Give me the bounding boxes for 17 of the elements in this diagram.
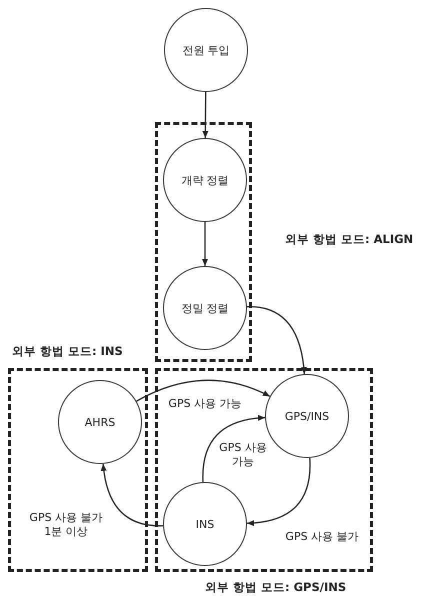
group-heading: 외부 항법 모드: GPS/INS [205,580,346,595]
arrow [136,380,270,402]
arrow [246,306,307,374]
edge-label: GPS 사용 가능 [217,441,269,468]
arrow [202,92,208,138]
state-circle: 개략 정렬 [163,138,247,222]
arrow [202,415,266,482]
state-circle: 전원 투입 [164,8,248,92]
arrow [202,222,208,266]
state-circle: GPS/INS [265,374,349,458]
edge-label: GPS 사용 불가 1분 이상 [27,511,105,538]
group-heading: 외부 항법 모드: INS [12,344,123,359]
state-circle: 정밀 정렬 [163,266,247,350]
arrow [246,458,311,526]
state-circle: INS [163,482,247,566]
state-circle: AHRS [58,380,142,464]
group-heading: 외부 항법 모드: ALIGN [285,232,414,247]
